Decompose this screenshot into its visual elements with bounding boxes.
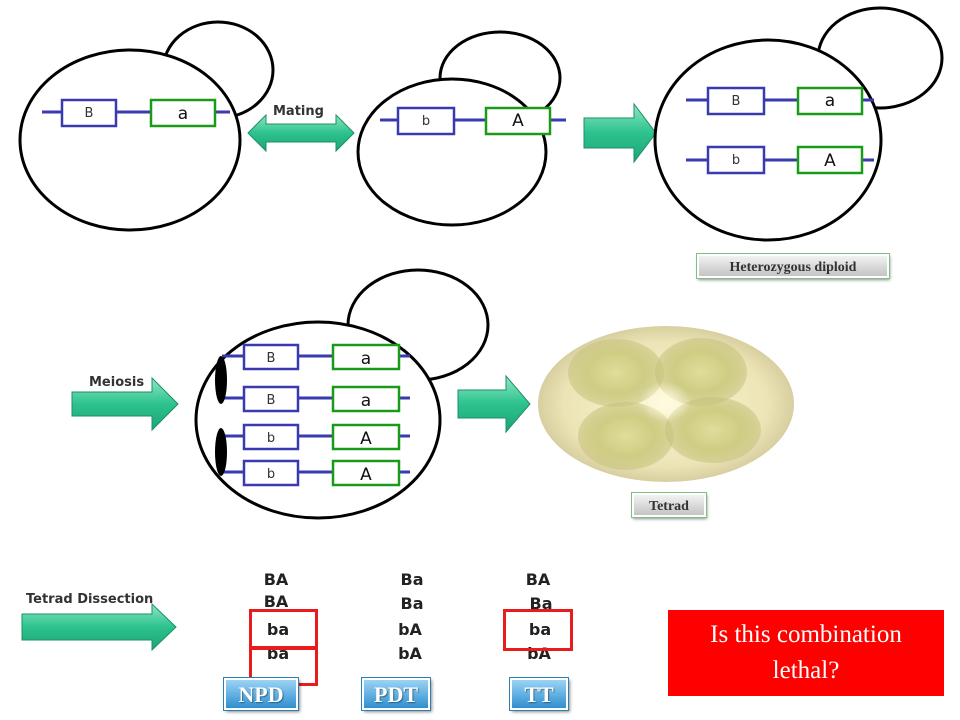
meiosis-c2-b-label: B — [267, 393, 276, 408]
meiosis-cell: B a B a b A b A — [194, 268, 490, 520]
meiosis-c1-a-label: a — [361, 349, 371, 369]
npd-highlight-box-1 — [249, 609, 318, 650]
tt-badge: TT — [510, 678, 568, 710]
diploid-chr2-b-label: b — [732, 153, 740, 168]
npd-spore-1: BA — [263, 570, 289, 589]
npd-badge: NPD — [224, 678, 298, 710]
haploid-cell-2: b A — [356, 30, 566, 227]
mating-double-arrow — [247, 113, 355, 153]
tetrad-dissection-arrow — [21, 602, 177, 652]
tt-spore-3: ba — [528, 620, 552, 639]
cell1-b-gene-label: B — [85, 106, 94, 121]
cell2-a-gene-label: A — [512, 111, 524, 131]
meiosis-c4-b-label: b — [267, 467, 275, 482]
question-line-2: lethal? — [772, 657, 840, 684]
centromere-upper — [215, 356, 227, 404]
diploid-chr1-b-label: B — [732, 94, 741, 109]
meiosis-label: Meiosis — [89, 375, 145, 390]
tetrad-dissection-label: Tetrad Dissection — [26, 592, 154, 607]
pdt-spore-4: bA — [398, 644, 422, 663]
cell2-b-gene-label: b — [422, 114, 430, 129]
heterozygous-diploid-badge: Heterozygous diploid — [697, 254, 889, 278]
pdt-spore-1: Ba — [400, 570, 424, 589]
pdt-badge: PDT — [362, 678, 430, 710]
arrow-to-diploid — [583, 102, 657, 164]
pdt-spore-3: bA — [398, 620, 422, 639]
tt-spore-1: BA — [525, 570, 551, 589]
haploid-cell-1: B a — [18, 20, 275, 232]
question-line-1: Is this combination — [710, 621, 902, 648]
tetrad-badge: Tetrad — [632, 493, 706, 517]
tetrad-image — [538, 326, 794, 482]
tt-spore-2: Ba — [529, 594, 553, 613]
diploid-chr1-a-label: a — [825, 91, 835, 111]
cell1-a-gene-label: a — [178, 104, 188, 124]
meiosis-c3-a-label: A — [360, 429, 372, 449]
mating-label: Mating — [273, 104, 324, 119]
meiosis-c2-a-label: a — [361, 391, 371, 411]
centromere-lower — [215, 428, 227, 476]
meiosis-c1-b-label: B — [267, 351, 276, 366]
meiosis-c3-b-label: b — [267, 431, 275, 446]
diploid-cell: B a b A — [653, 6, 944, 242]
npd-spore-3: ba — [266, 620, 290, 639]
npd-spore-2: BA — [263, 592, 289, 611]
pdt-spore-2: Ba — [400, 594, 424, 613]
diploid-chr2-a-label: A — [824, 151, 836, 171]
tt-highlight-box — [503, 609, 573, 651]
meiosis-c4-a-label: A — [360, 465, 372, 485]
meiosis-arrow — [71, 376, 179, 432]
arrow-to-tetrad — [457, 374, 531, 434]
lethality-question-box: Is this combination lethal? — [668, 610, 944, 696]
